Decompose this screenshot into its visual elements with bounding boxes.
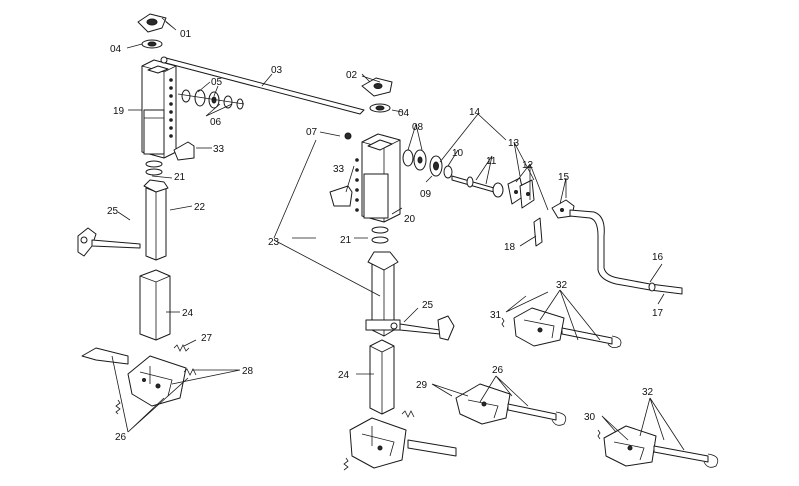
callout-08: 08 xyxy=(412,122,424,133)
left-jack-assembly xyxy=(77,13,245,415)
gear-set-right xyxy=(402,149,453,179)
top-cap-left xyxy=(137,13,167,33)
callout-30: 30 xyxy=(584,412,596,423)
callout-25-left: 25 xyxy=(107,206,119,217)
foot-option-29 xyxy=(455,383,567,426)
callout-24-right: 24 xyxy=(338,370,350,381)
callout-03: 03 xyxy=(271,65,283,76)
callout-20: 20 xyxy=(404,214,416,225)
drive-shaft-right xyxy=(451,175,504,198)
spring-left-c xyxy=(115,399,121,415)
foot-tube-right xyxy=(369,339,395,415)
callout-31: 31 xyxy=(490,310,502,321)
side-crank-right xyxy=(390,315,455,341)
spring-left-b xyxy=(183,368,197,376)
lock-pin xyxy=(533,217,543,247)
callout-11: 11 xyxy=(486,156,497,167)
leader-lines xyxy=(111,17,685,451)
callout-09: 09 xyxy=(420,189,432,200)
outer-tube-left xyxy=(141,59,177,159)
callout-26-left: 26 xyxy=(115,432,127,443)
callout-05: 05 xyxy=(211,77,223,88)
pin-left xyxy=(81,347,129,365)
callout-labels: 01 04 03 02 04 05 06 19 33 21 22 25 24 2… xyxy=(107,29,664,443)
callout-23: 23 xyxy=(268,237,280,248)
callout-32-top: 32 xyxy=(556,280,568,291)
spring-left-a xyxy=(173,344,190,352)
callout-25-right: 25 xyxy=(422,300,434,311)
callout-01: 01 xyxy=(180,29,192,40)
outer-tube-right xyxy=(355,133,401,223)
callout-14: 14 xyxy=(469,107,481,118)
callout-29: 29 xyxy=(416,380,428,391)
pin-right xyxy=(407,439,457,457)
inner-tube-left xyxy=(143,179,169,261)
callout-19: 19 xyxy=(113,106,125,117)
bracket-left xyxy=(173,141,195,161)
inner-tube-right xyxy=(365,251,401,337)
foot-option-30 xyxy=(597,425,719,468)
callout-02: 02 xyxy=(346,70,358,81)
callout-15: 15 xyxy=(558,172,570,183)
callout-21-right: 21 xyxy=(340,235,352,246)
callout-26-right: 26 xyxy=(492,365,504,376)
callout-04-right: 04 xyxy=(398,108,410,119)
cross-shaft xyxy=(160,56,365,115)
callout-12: 12 xyxy=(522,160,534,171)
callout-24-left: 24 xyxy=(182,308,194,319)
callout-16: 16 xyxy=(652,252,664,263)
foot-plate-left xyxy=(127,355,187,407)
mount-brackets-right xyxy=(507,177,535,209)
callout-06: 06 xyxy=(210,117,222,128)
callout-32-bottom: 32 xyxy=(642,387,654,398)
foot-plate-right xyxy=(349,417,407,469)
callout-07: 07 xyxy=(306,127,318,138)
callout-17: 17 xyxy=(652,308,664,319)
callout-13: 13 xyxy=(508,138,520,149)
callout-22: 22 xyxy=(194,202,206,213)
callout-04-left: 04 xyxy=(110,44,122,55)
callout-33-left: 33 xyxy=(213,144,225,155)
bracket-right xyxy=(329,185,353,207)
callout-28: 28 xyxy=(242,366,254,377)
callout-27: 27 xyxy=(201,333,213,344)
foot-tube-left xyxy=(139,269,171,341)
callout-10: 10 xyxy=(452,148,464,159)
side-crank-left xyxy=(77,227,141,257)
foot-option-31 xyxy=(501,307,622,348)
callout-18: 18 xyxy=(504,242,516,253)
top-cap-right xyxy=(361,77,393,97)
callout-21-left: 21 xyxy=(174,172,186,183)
crank-handle xyxy=(569,209,683,295)
callout-33-right: 33 xyxy=(333,164,345,175)
gear-set-left xyxy=(177,89,245,110)
